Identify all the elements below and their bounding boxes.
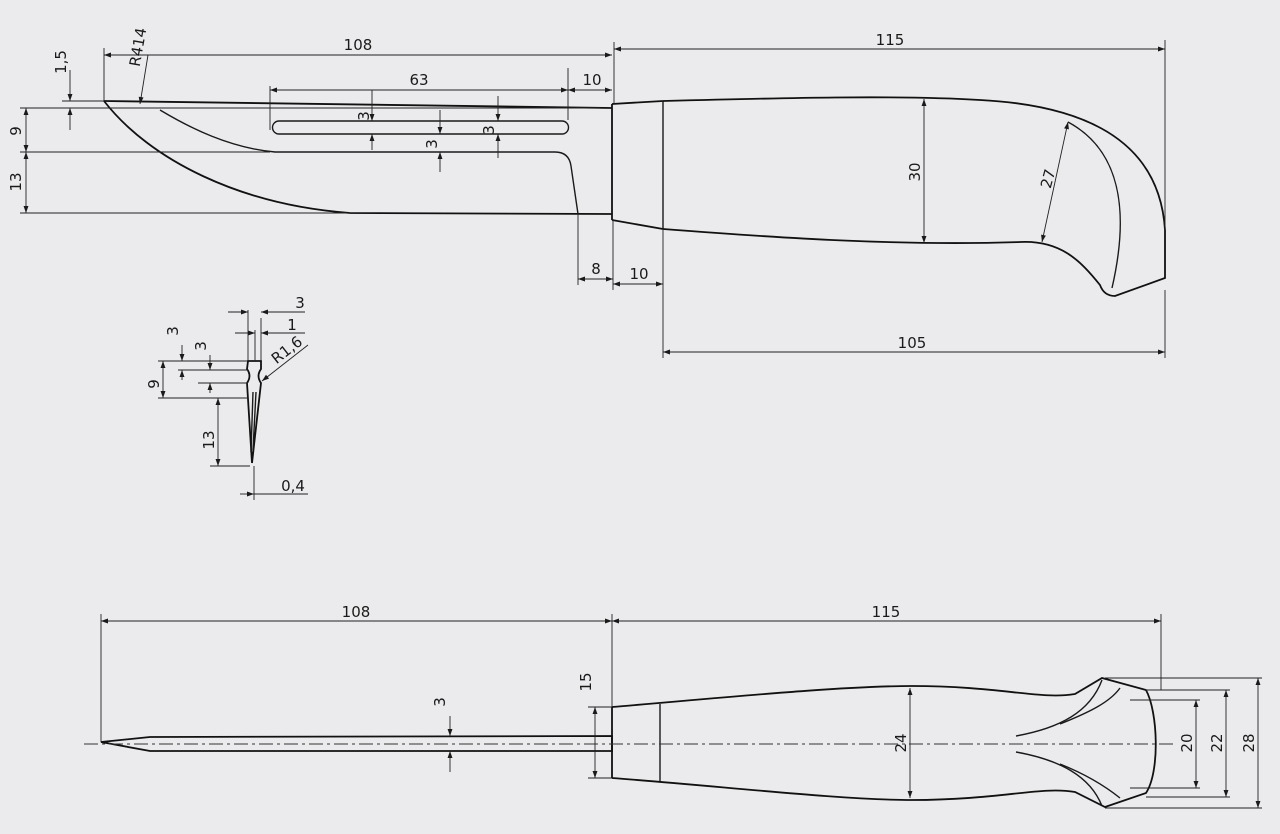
fuller-length-label: 63 bbox=[409, 71, 428, 89]
top-flat-label: 3 bbox=[164, 326, 182, 336]
fuller-to-edge-label: 13 bbox=[7, 172, 25, 191]
side-view: 108 115 63 10 1,5 R414 9 13 3 3 3 8 10 1… bbox=[7, 26, 1166, 358]
pommel-outer-width-label: 28 bbox=[1240, 733, 1258, 752]
section-dimensions: 3 1 3 3 9 13 0,4 R1,6 bbox=[145, 294, 309, 500]
spine-width-label: 3 bbox=[295, 294, 305, 312]
fuller-width-right-label: 3 bbox=[480, 125, 498, 135]
bolster-width-label: 15 bbox=[577, 672, 595, 691]
tip-offset-label: 1,5 bbox=[52, 50, 70, 74]
blade-profile bbox=[246, 360, 262, 464]
handle-top-outline bbox=[611, 677, 1157, 808]
top-view: 108 115 15 3 24 20 22 28 bbox=[84, 603, 1262, 809]
top-dimensions: 108 115 15 3 24 20 22 28 bbox=[100, 603, 1262, 809]
blade-thickness-label: 3 bbox=[431, 697, 449, 707]
groove-label: 3 bbox=[192, 341, 210, 351]
fuller-width-mid-label: 3 bbox=[423, 139, 441, 149]
top-handle-length-label: 115 bbox=[872, 603, 901, 621]
handle-length-label: 115 bbox=[876, 31, 905, 49]
blade-top-outline bbox=[100, 735, 613, 752]
bolster bbox=[611, 100, 664, 230]
fuller-end-gap-label: 10 bbox=[582, 71, 601, 89]
side-dimensions: 108 115 63 10 1,5 R414 9 13 3 3 3 8 10 1… bbox=[7, 26, 1166, 358]
handle-outline bbox=[662, 96, 1166, 297]
guard-length-label: 10 bbox=[629, 265, 648, 283]
pommel-width-label: 27 bbox=[1037, 167, 1059, 190]
edge-thickness-label: 0,4 bbox=[281, 477, 305, 495]
handle-grip-length-label: 105 bbox=[898, 334, 927, 352]
blade-outline bbox=[103, 100, 613, 215]
handle-width-label: 24 bbox=[892, 733, 910, 752]
top-blade-length-label: 108 bbox=[342, 603, 371, 621]
handle-height-label: 30 bbox=[906, 162, 924, 181]
groove-to-top-label: 9 bbox=[145, 379, 163, 389]
pommel-inner-width-label: 20 bbox=[1178, 733, 1196, 752]
bevel-height-label: 13 bbox=[200, 430, 218, 449]
cross-section-view: 3 1 3 3 9 13 0,4 R1,6 bbox=[145, 294, 309, 500]
ricasso-length-label: 8 bbox=[591, 260, 601, 278]
groove-radius-label: R1,6 bbox=[268, 332, 306, 367]
spine-to-fuller-label: 9 bbox=[7, 126, 25, 136]
fuller-width-left-label: 3 bbox=[355, 111, 373, 121]
fuller-depth-label: 1 bbox=[287, 316, 297, 334]
pommel-mid-width-label: 22 bbox=[1208, 733, 1226, 752]
bolster-top bbox=[611, 704, 661, 781]
blade-length-label: 108 bbox=[344, 36, 373, 54]
